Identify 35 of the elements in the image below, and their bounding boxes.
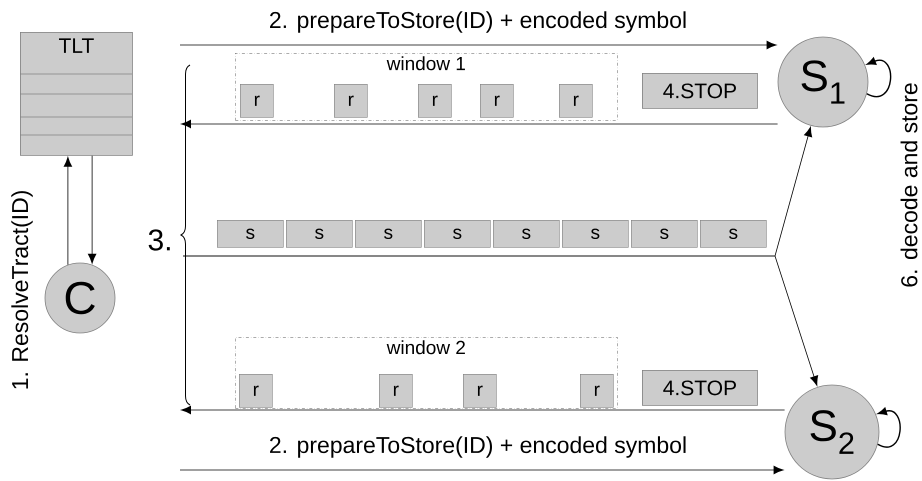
stop-box: 4.STOP — [642, 370, 758, 406]
symbol-box: r — [379, 374, 413, 408]
symbol-box: s — [631, 220, 698, 248]
symbol-box: r — [580, 374, 614, 408]
arrow — [88, 155, 96, 264]
circle-node: C — [44, 262, 116, 334]
edge-label: 2. prepareToStore(ID) + encoded symbol — [270, 436, 686, 458]
symbol-box: r — [463, 374, 497, 408]
arrow — [180, 40, 776, 50]
arrow — [64, 156, 72, 266]
symbol-box: r — [559, 84, 593, 118]
symbol-box: r — [480, 84, 514, 118]
symbol-box: r — [418, 84, 452, 118]
edge-label: 1. ResolveTract(ID) — [11, 191, 33, 389]
arrow — [180, 466, 784, 474]
edge-label: 2. prepareToStore(ID) + encoded symbol — [270, 11, 686, 33]
arrow — [866, 58, 892, 98]
symbol-box: s — [562, 220, 629, 248]
symbol-box: s — [355, 220, 422, 248]
stop-box: 4.STOP — [642, 73, 758, 109]
symbol-box: s — [286, 220, 353, 248]
step-label: 6. decode and store — [900, 83, 918, 287]
symbol-box: r — [334, 84, 368, 118]
symbol-box: s — [493, 220, 560, 248]
arrow — [878, 408, 901, 448]
symbol-box: s — [217, 220, 284, 248]
symbol-box: s — [424, 220, 491, 248]
step-label: 3. — [148, 229, 170, 251]
symbol-box: s — [700, 220, 767, 248]
symbol-box: r — [240, 84, 274, 118]
symbol-box: r — [239, 374, 273, 408]
table-box: TLT — [20, 32, 133, 156]
arrow — [182, 256, 818, 386]
arrow — [181, 406, 785, 414]
arrow — [181, 120, 778, 128]
